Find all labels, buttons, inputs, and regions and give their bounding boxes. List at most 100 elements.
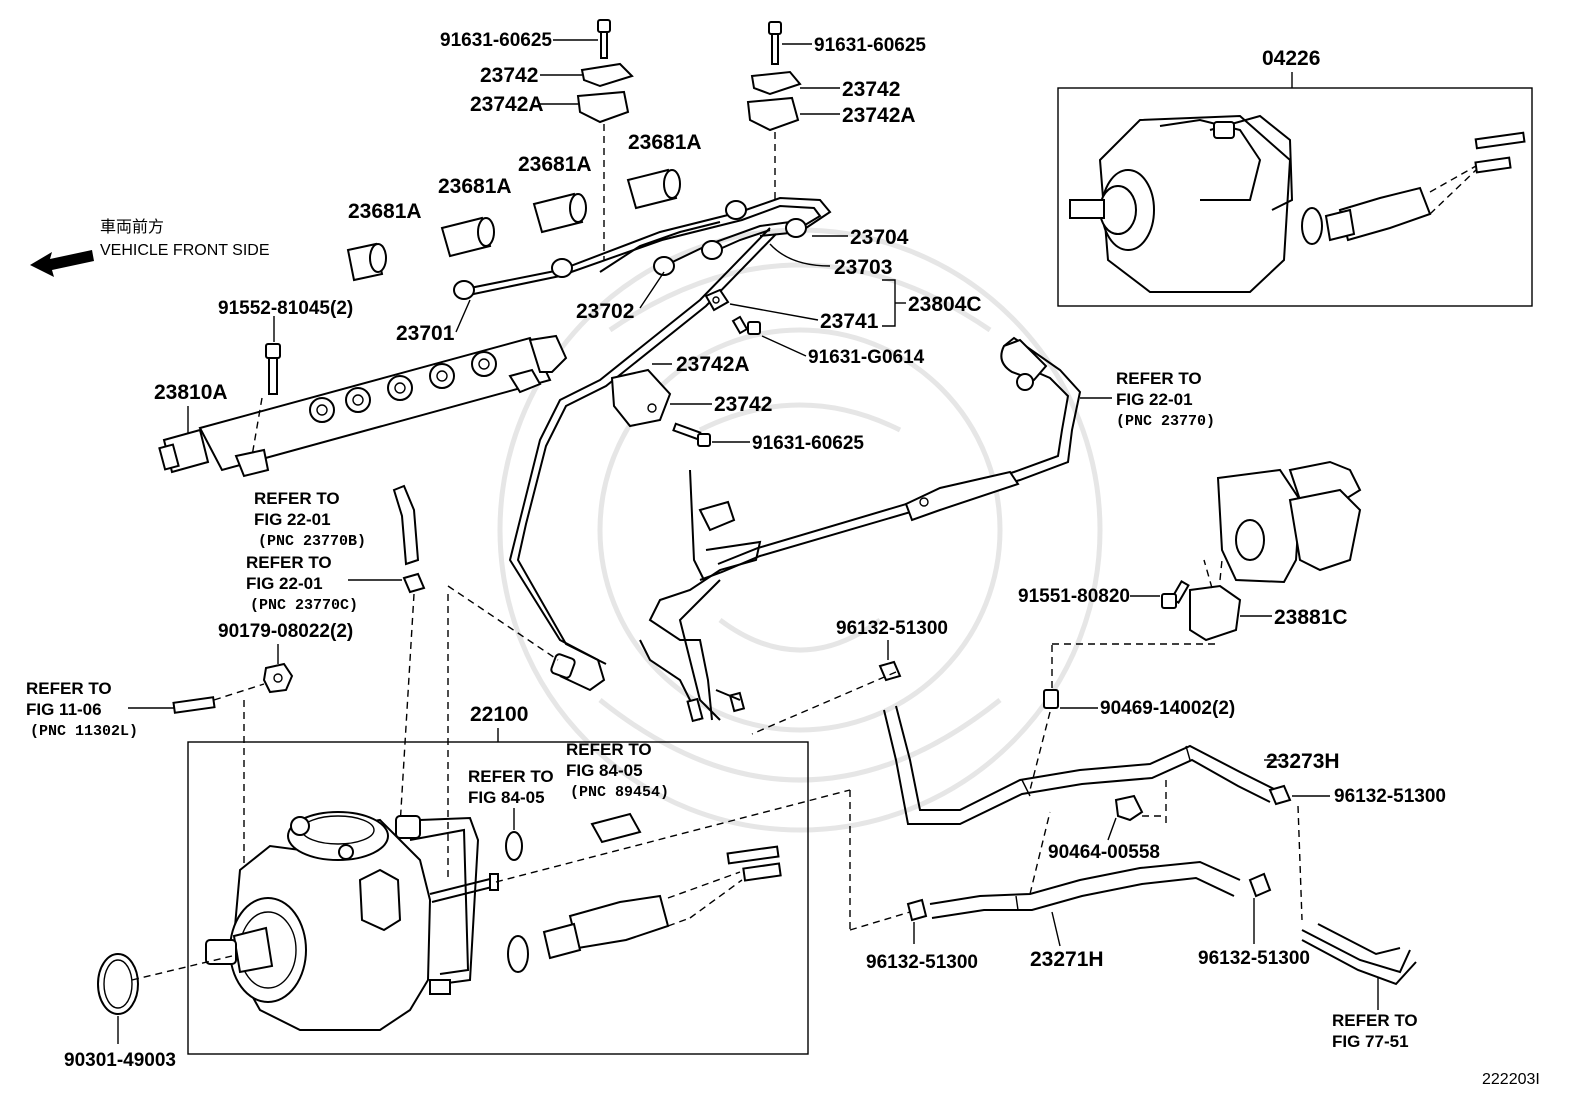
seal-2: 23681A (438, 175, 512, 258)
label-pipe-23702: 23702 (576, 300, 634, 323)
nut-90179: 90179-08022(2) (218, 621, 353, 694)
arrow-left-icon (30, 250, 94, 277)
ref-84-05-b-line2: FIG 84-05 (566, 761, 643, 780)
diagram-id: 222203I (1482, 1071, 1540, 1088)
label-clamp-mid: 23742 (714, 393, 772, 416)
pipe-labels: 23704 23703 23702 23701 23804C (396, 226, 982, 345)
ref-fig-22-01-b: REFER TO FIG 22-01 (PNC 23770B) (254, 489, 366, 550)
ref-22-01-a-pnc: (PNC 23770) (1116, 413, 1215, 430)
pipe-clamp-23741: 23741 (704, 288, 879, 333)
direction-en: VEHICLE FRONT SIDE (100, 242, 270, 259)
vehicle-front-indicator: 車両前方 VEHICLE FRONT SIDE (30, 218, 270, 277)
label-bolt-91551: 91551-80820 (1018, 586, 1130, 607)
label-bracket: 23881C (1274, 606, 1348, 629)
ref-fig-84-05-a: REFER TO FIG 84-05 (468, 767, 554, 830)
ref-22-01-b-line1: REFER TO (254, 489, 340, 508)
ref-fig-22-01-a: REFER TO FIG 22-01 (PNC 23770) (1080, 369, 1215, 430)
clamp-top-left: 23742 23742A (470, 62, 634, 124)
label-clamp-left: 23742 (480, 64, 538, 87)
ref-84-05-a-line1: REFER TO (468, 767, 554, 786)
ref-84-05-b-line1: REFER TO (566, 740, 652, 759)
clip-90464: 90464-00558 (1048, 780, 1167, 863)
clamp-top-right: 23742 23742A (746, 70, 916, 132)
ref-22-01-b-pnc: (PNC 23770B) (258, 533, 366, 550)
ref-84-05-b-pnc: (PNC 89454) (570, 784, 669, 801)
hose-23273: 23273H (883, 705, 1340, 825)
label-pump-assembly: 22100 (470, 703, 528, 726)
bolt-rail: 91552-81045(2) (218, 298, 353, 457)
ref-84-05-a-line2: FIG 84-05 (468, 788, 545, 807)
label-oring-90301: 90301-49003 (64, 1050, 176, 1071)
return-pipe (639, 336, 1082, 723)
bolt-top-right: 91631-60625 (768, 21, 926, 65)
injection-pipes (453, 196, 832, 692)
label-clamp-right-a: 23742A (842, 104, 916, 127)
ref-11-06-line1: REFER TO (26, 679, 112, 698)
clip-96132-d: 96132-51300 (1198, 872, 1310, 969)
bolt-91551: 91551-80820 (1018, 579, 1190, 609)
clip-96132-a: 96132-51300 (836, 618, 948, 682)
label-hose-23271: 23271H (1030, 948, 1104, 971)
tube-ref-77-51: REFER TO FIG 77-51 (1301, 923, 1418, 1051)
label-bolt-g0614: 91631-G0614 (808, 347, 925, 368)
bolt-top-left: 91631-60625 (440, 19, 611, 59)
label-bolt-top-right: 91631-60625 (814, 35, 926, 56)
bracket-assembly: 23881C (1189, 460, 1362, 642)
label-pump-sub: 04226 (1262, 47, 1320, 70)
label-clip-90464: 90464-00558 (1048, 842, 1160, 863)
label-clip-96132-b: 96132-51300 (1334, 786, 1446, 807)
ref-fig-22-01-c: REFER TO FIG 22-01 (PNC 23770C) (246, 553, 426, 827)
label-clamp-mid-a: 23742A (676, 353, 750, 376)
hose-small (392, 484, 420, 566)
label-pipe-23703: 23703 (834, 256, 892, 279)
ref-22-01-a-line2: FIG 22-01 (1116, 390, 1193, 409)
label-seal-2: 23681A (438, 175, 512, 198)
clip-96132-c: 96132-51300 (866, 898, 978, 973)
ref-22-01-b-line2: FIG 22-01 (254, 510, 331, 529)
hose-23271: 23271H (929, 811, 1241, 971)
ref-22-01-a-line1: REFER TO (1116, 369, 1202, 388)
seal-1: 23681A (346, 200, 422, 282)
ref-77-51-line2: FIG 77-51 (1332, 1032, 1409, 1051)
label-seal-3: 23681A (518, 153, 592, 176)
label-clip-90469: 90469-14002(2) (1100, 698, 1235, 719)
label-pipe-set: 23804C (908, 293, 982, 316)
bolt-mid: 91631-60625 (672, 422, 864, 454)
ref-fig-11-06: REFER TO FIG 11-06 (PNC 11302L) (26, 679, 265, 880)
clip-96132-b: 96132-51300 (1268, 784, 1446, 921)
ref-22-01-c-pnc: (PNC 23770C) (250, 597, 358, 614)
clamp-mid: 23742A 23742 (610, 353, 772, 428)
label-seal-1: 23681A (348, 200, 422, 223)
label-clip-96132-d: 96132-51300 (1198, 948, 1310, 969)
label-pipe-23741: 23741 (820, 310, 879, 333)
label-bolt-top-left: 91631-60625 (440, 30, 552, 51)
oring-90301: 90301-49003 (64, 953, 176, 1071)
label-seal-4: 23681A (628, 131, 702, 154)
label-clip-96132-c: 96132-51300 (866, 952, 978, 973)
ref-22-01-c-line2: FIG 22-01 (246, 574, 323, 593)
label-bolt-mid: 91631-60625 (752, 433, 864, 454)
fuel-rail: 23810A (154, 334, 568, 478)
seal-3: 23681A (518, 153, 592, 234)
direction-jp: 車両前方 (100, 218, 164, 236)
label-clip-96132-a: 96132-51300 (836, 618, 948, 639)
ref-fig-84-05-b: REFER TO FIG 84-05 (PNC 89454) (566, 740, 669, 801)
pump-assembly: 22100 (131, 703, 911, 1055)
bolt-g0614: 91631-G0614 (731, 315, 925, 368)
label-nut-90179: 90179-08022(2) (218, 621, 353, 642)
label-pipe-23701: 23701 (396, 322, 455, 345)
label-clamp-left-a: 23742A (470, 93, 544, 116)
pump-sub-assembly: 04226 (1057, 47, 1533, 307)
ref-22-01-c-line1: REFER TO (246, 553, 332, 572)
label-pipe-23704: 23704 (850, 226, 909, 249)
clip-90469: 90469-14002(2) (1029, 644, 1235, 791)
label-clamp-right: 23742 (842, 78, 900, 101)
label-bolt-rail: 91552-81045(2) (218, 298, 353, 319)
ref-11-06-pnc: (PNC 11302L) (30, 723, 138, 740)
seal-4: 23681A (626, 131, 702, 210)
ref-11-06-line2: FIG 11-06 (26, 700, 102, 719)
ref-77-51-line1: REFER TO (1332, 1011, 1418, 1030)
label-rail: 23810A (154, 381, 228, 404)
label-hose-23273: 23273H (1266, 750, 1340, 773)
